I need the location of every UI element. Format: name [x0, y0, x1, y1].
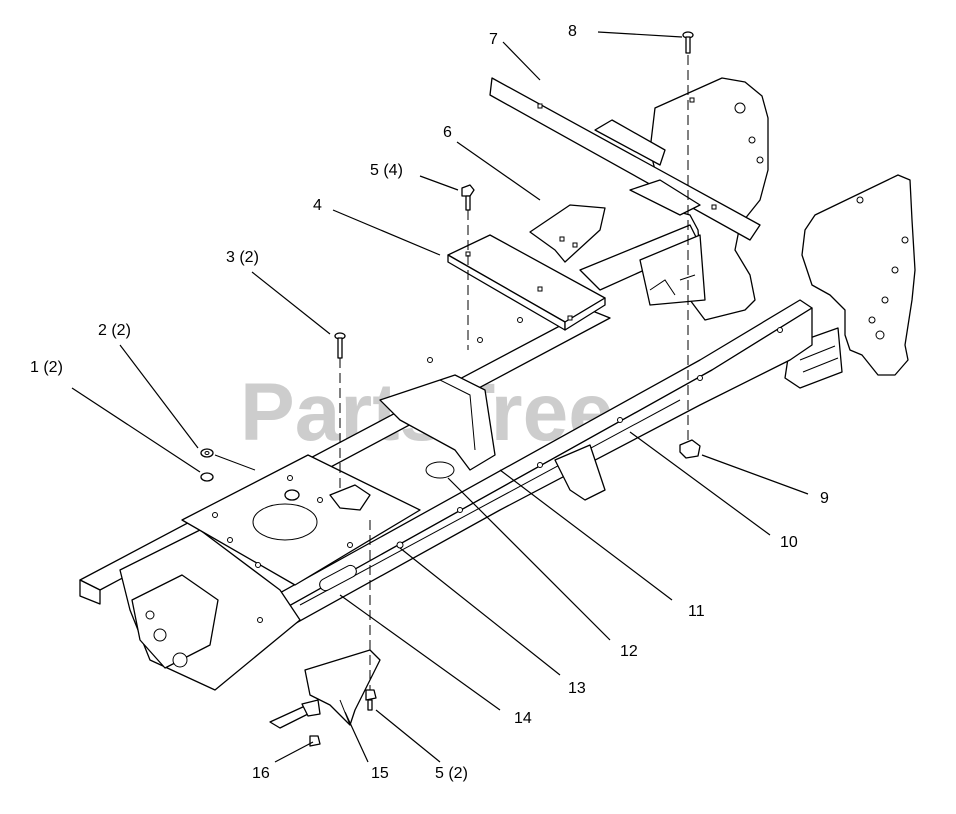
bolt-8	[682, 31, 694, 54]
nut-1	[200, 472, 214, 482]
callout-10: 10	[780, 534, 798, 551]
mount-plate	[181, 454, 421, 586]
callout-5-top: 5 (4)	[370, 162, 403, 179]
callout-14: 14	[514, 710, 532, 727]
part-16-clip	[269, 699, 321, 729]
callout-5-bottom: 5 (2)	[435, 765, 468, 782]
callout-11: 11	[688, 603, 705, 620]
clip-3	[329, 484, 371, 511]
bolt-3	[334, 332, 346, 359]
callout-4: 4	[313, 197, 322, 214]
part-6-bracket	[529, 204, 606, 263]
bolt-16	[309, 735, 321, 747]
callout-2: 2 (2)	[98, 322, 131, 339]
bolt-5-bottom	[365, 689, 377, 711]
rear-frame-plate-right	[801, 174, 916, 376]
nut-9	[679, 439, 701, 459]
callout-3: 3 (2)	[226, 249, 259, 266]
callout-9: 9	[820, 490, 829, 507]
callout-13: 13	[568, 680, 586, 697]
callout-7: 7	[489, 31, 498, 48]
callout-8: 8	[568, 23, 577, 40]
part-4-plate	[447, 234, 606, 331]
callout-16: 16	[252, 765, 270, 782]
rubber-mount	[284, 489, 300, 501]
rail-bracket	[554, 444, 606, 501]
leader-lines	[71, 31, 809, 763]
callout-12: 12	[620, 643, 638, 660]
pivot-bracket	[379, 374, 496, 479]
part-7-bar	[489, 77, 761, 241]
callout-15: 15	[371, 765, 389, 782]
washer-2	[200, 448, 214, 458]
bolt-5-top	[461, 184, 475, 211]
callout-6: 6	[443, 124, 452, 141]
callout-1: 1 (2)	[30, 359, 63, 376]
